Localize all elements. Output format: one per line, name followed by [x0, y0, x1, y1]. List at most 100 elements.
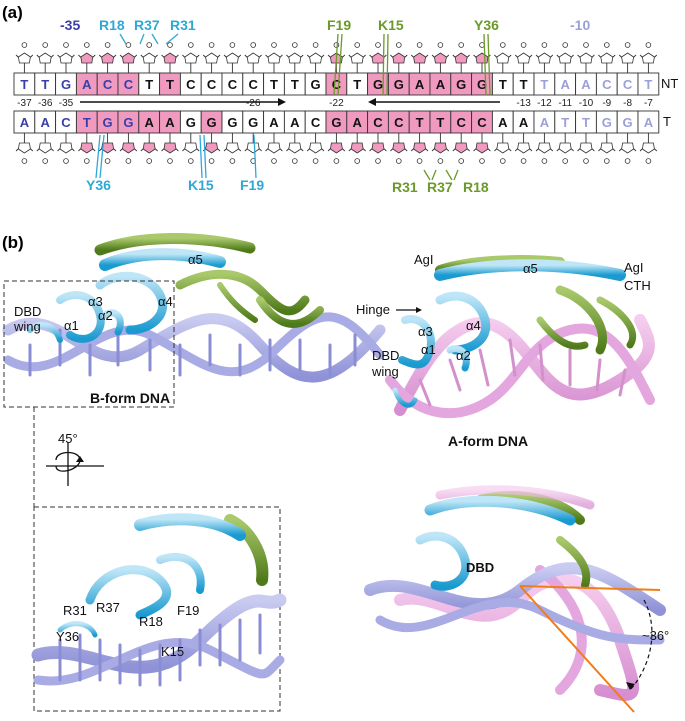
phosphate-node — [354, 42, 361, 48]
tr-helix-a4: α4 — [466, 318, 481, 333]
nt-base: T — [499, 77, 507, 92]
t-strand-label: T — [663, 114, 671, 129]
t-base: C — [394, 115, 404, 130]
t-base: A — [165, 115, 175, 130]
phosphate-node — [188, 158, 194, 164]
nt-base: G — [373, 77, 383, 92]
tl-helix-a3: α3 — [88, 294, 103, 309]
zoom-y36: Y36 — [56, 629, 79, 644]
panel-b-label: (b) — [2, 233, 24, 252]
t-base: G — [602, 115, 612, 130]
phosphate-node — [583, 158, 589, 164]
nt-base: G — [61, 77, 71, 92]
sugar-pentagon — [371, 52, 385, 64]
phosphate-node — [375, 42, 381, 48]
overlay-dbd: DBD — [466, 560, 494, 575]
bottom-label-k15: K15 — [188, 177, 214, 193]
tr-cth: CTH — [624, 278, 651, 293]
sugar-pentagon — [38, 142, 52, 154]
nt-base: C — [186, 77, 196, 92]
sugar-pentagon — [621, 142, 635, 154]
nt-base: A — [82, 77, 92, 92]
phosphate-node — [271, 42, 277, 48]
nt-base: T — [540, 77, 548, 92]
nt-base: C — [103, 77, 113, 92]
bottom-label-f19: F19 — [240, 177, 264, 193]
sugar-pentagon — [454, 142, 468, 154]
phosphate-node — [333, 42, 340, 48]
sugar-pentagon — [142, 142, 156, 154]
zoom-k15: K15 — [161, 644, 184, 659]
sugar-pentagon — [59, 52, 73, 64]
sugar-pentagon — [413, 142, 427, 154]
phosphate-node — [499, 42, 506, 48]
phosphate-node — [188, 42, 194, 48]
phosphate-node — [624, 42, 631, 48]
sugar-pentagon — [80, 52, 94, 64]
sugar-pentagon — [205, 142, 219, 154]
nt-base: C — [623, 77, 633, 92]
axis-a-form — [519, 585, 635, 713]
phosphate-node — [395, 158, 402, 164]
t-base: A — [269, 115, 279, 130]
sugar-pentagon — [267, 52, 281, 64]
phosphate-node — [125, 158, 132, 164]
tr-dbd-label: DBD — [372, 348, 399, 363]
nt-base: A — [581, 77, 591, 92]
t-base: A — [498, 115, 508, 130]
phosphate-node — [395, 42, 402, 48]
phosphate-node — [250, 42, 257, 48]
sugar-pentagon — [288, 52, 302, 64]
nt-box — [637, 72, 660, 96]
t-base: G — [207, 115, 217, 130]
phosphate-node — [208, 158, 215, 164]
phosphate-node — [146, 158, 153, 164]
phosphate-node — [416, 42, 423, 48]
phosphate-node — [229, 158, 236, 164]
t-base: C — [61, 115, 71, 130]
top-label-y36: Y36 — [474, 17, 499, 33]
bottom-label-y36: Y36 — [86, 177, 111, 193]
sugar-pentagon — [600, 142, 614, 154]
hinge-arrowhead — [416, 307, 422, 313]
phosphate-node — [416, 158, 423, 164]
top-pointer-lines — [119, 33, 491, 96]
sugar-pentagon — [350, 142, 364, 154]
nt-base: T — [20, 77, 28, 92]
nt-base: A — [415, 77, 425, 92]
rotation-label: 45° — [58, 431, 78, 446]
tl-helix-a5: α5 — [188, 252, 203, 267]
nt-base: T — [270, 77, 278, 92]
sugar-pentagon — [121, 52, 135, 64]
nt-base: T — [41, 77, 49, 92]
tr-helix-a2: α2 — [456, 348, 471, 363]
phosphate-node — [42, 42, 48, 48]
panel-a-label: (a) — [2, 3, 23, 22]
b-form-complex: α5 α3 α4 α1 α2 DBD wing B-form DNA — [2, 233, 386, 406]
sugar-pentagon — [101, 142, 115, 154]
nt-base: A — [561, 77, 571, 92]
bottom-label-r18: R18 — [463, 179, 489, 195]
tl-helix-a4: α4 — [158, 294, 173, 309]
phosphate-node — [499, 158, 506, 164]
tr-title: A-form DNA — [448, 433, 528, 449]
sugar-pentagon — [163, 142, 177, 154]
nt-base: C — [228, 77, 238, 92]
nt-base: C — [602, 77, 612, 92]
sugar-pentagon — [184, 52, 198, 64]
sugar-pentagon — [537, 142, 551, 154]
position-number: -35 — [59, 98, 74, 109]
phosphate-node — [21, 158, 28, 164]
t-base: A — [644, 115, 654, 130]
tl-dbd-label: DBD — [14, 304, 41, 319]
sugar-pentagon — [184, 142, 198, 154]
sugar-pentagon — [454, 52, 468, 64]
tr-helix-a5: α5 — [523, 261, 538, 276]
phosphate-node — [104, 158, 111, 164]
phosphate-node — [437, 158, 444, 164]
nt-base: T — [520, 77, 528, 92]
t-base: G — [103, 115, 113, 130]
position-number: -12 — [537, 98, 552, 109]
position-number: -37 — [17, 98, 32, 109]
